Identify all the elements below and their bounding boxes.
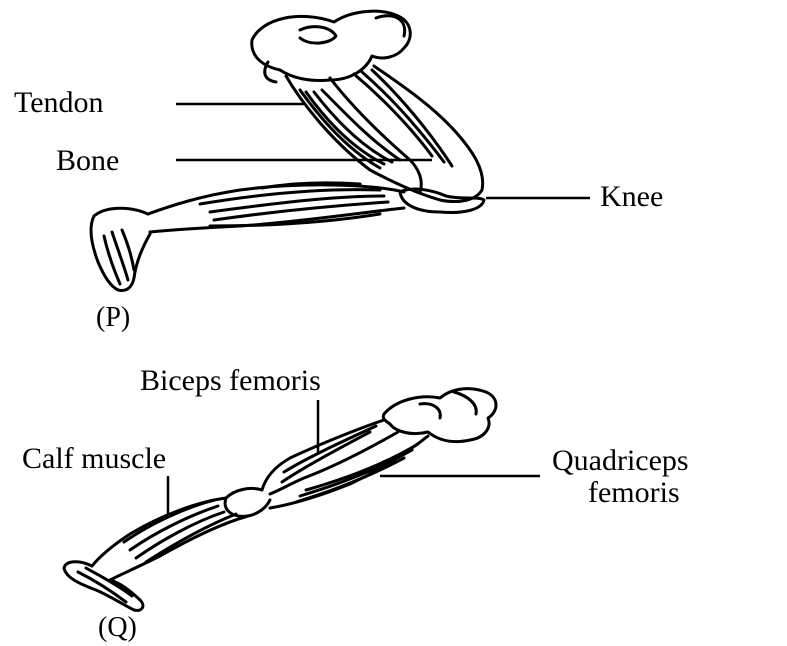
thigh-p (286, 66, 483, 202)
label-quadriceps-line2: femoris (588, 476, 680, 509)
caption-q: (Q) (98, 612, 137, 643)
leader-lines-p (176, 104, 590, 198)
label-quadriceps-line1: Quadriceps (552, 444, 689, 477)
label-calf-muscle: Calf muscle (22, 442, 166, 475)
figure-p (91, 11, 484, 290)
foot-p (91, 208, 150, 290)
label-bone: Bone (56, 144, 119, 177)
label-biceps-femoris: Biceps femoris (140, 364, 321, 397)
hip-bone-p (252, 11, 410, 80)
figure-q (64, 389, 496, 611)
caption-p: (P) (96, 302, 130, 333)
label-tendon: Tendon (14, 86, 104, 119)
biceps-femoris-q (284, 426, 376, 472)
label-knee: Knee (600, 180, 663, 213)
lower-leg-q (92, 498, 248, 580)
knee-joint-q (225, 488, 270, 516)
